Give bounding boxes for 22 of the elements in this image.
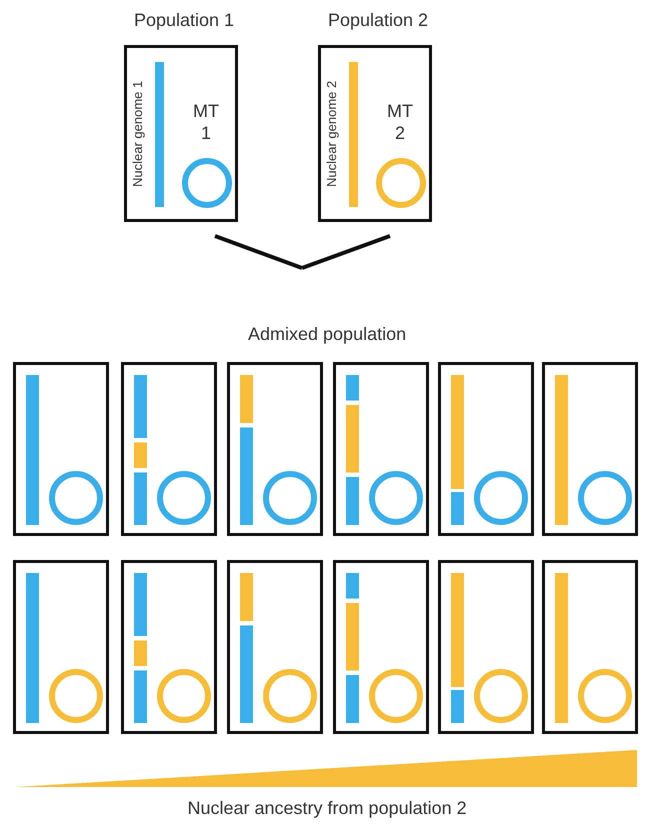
genome-box <box>438 362 534 536</box>
genome-box <box>227 560 323 734</box>
connector-line <box>301 234 391 270</box>
genome-box <box>227 362 323 536</box>
genome-box <box>333 362 429 536</box>
population-heading: Population 2 <box>326 10 430 31</box>
mt-genome-label: MT 1 <box>192 100 220 144</box>
nuclear-genome-label: Nuclear genome 2 <box>324 80 339 190</box>
genome-box <box>13 560 109 734</box>
mt-genome-label: MT 2 <box>386 100 414 144</box>
genome-box <box>438 560 534 734</box>
genome-box <box>13 362 109 536</box>
genome-box <box>542 560 638 734</box>
genome-box <box>121 560 217 734</box>
nuclear-genome-label: Nuclear genome 1 <box>130 80 145 190</box>
axis-caption: Nuclear ancestry from population 2 <box>188 798 467 819</box>
group-heading: Admixed population <box>248 324 406 345</box>
connector-line <box>214 234 303 270</box>
genome-box <box>121 362 217 536</box>
population-heading: Population 1 <box>132 10 236 31</box>
genome-box <box>333 560 429 734</box>
genome-box <box>542 362 638 536</box>
